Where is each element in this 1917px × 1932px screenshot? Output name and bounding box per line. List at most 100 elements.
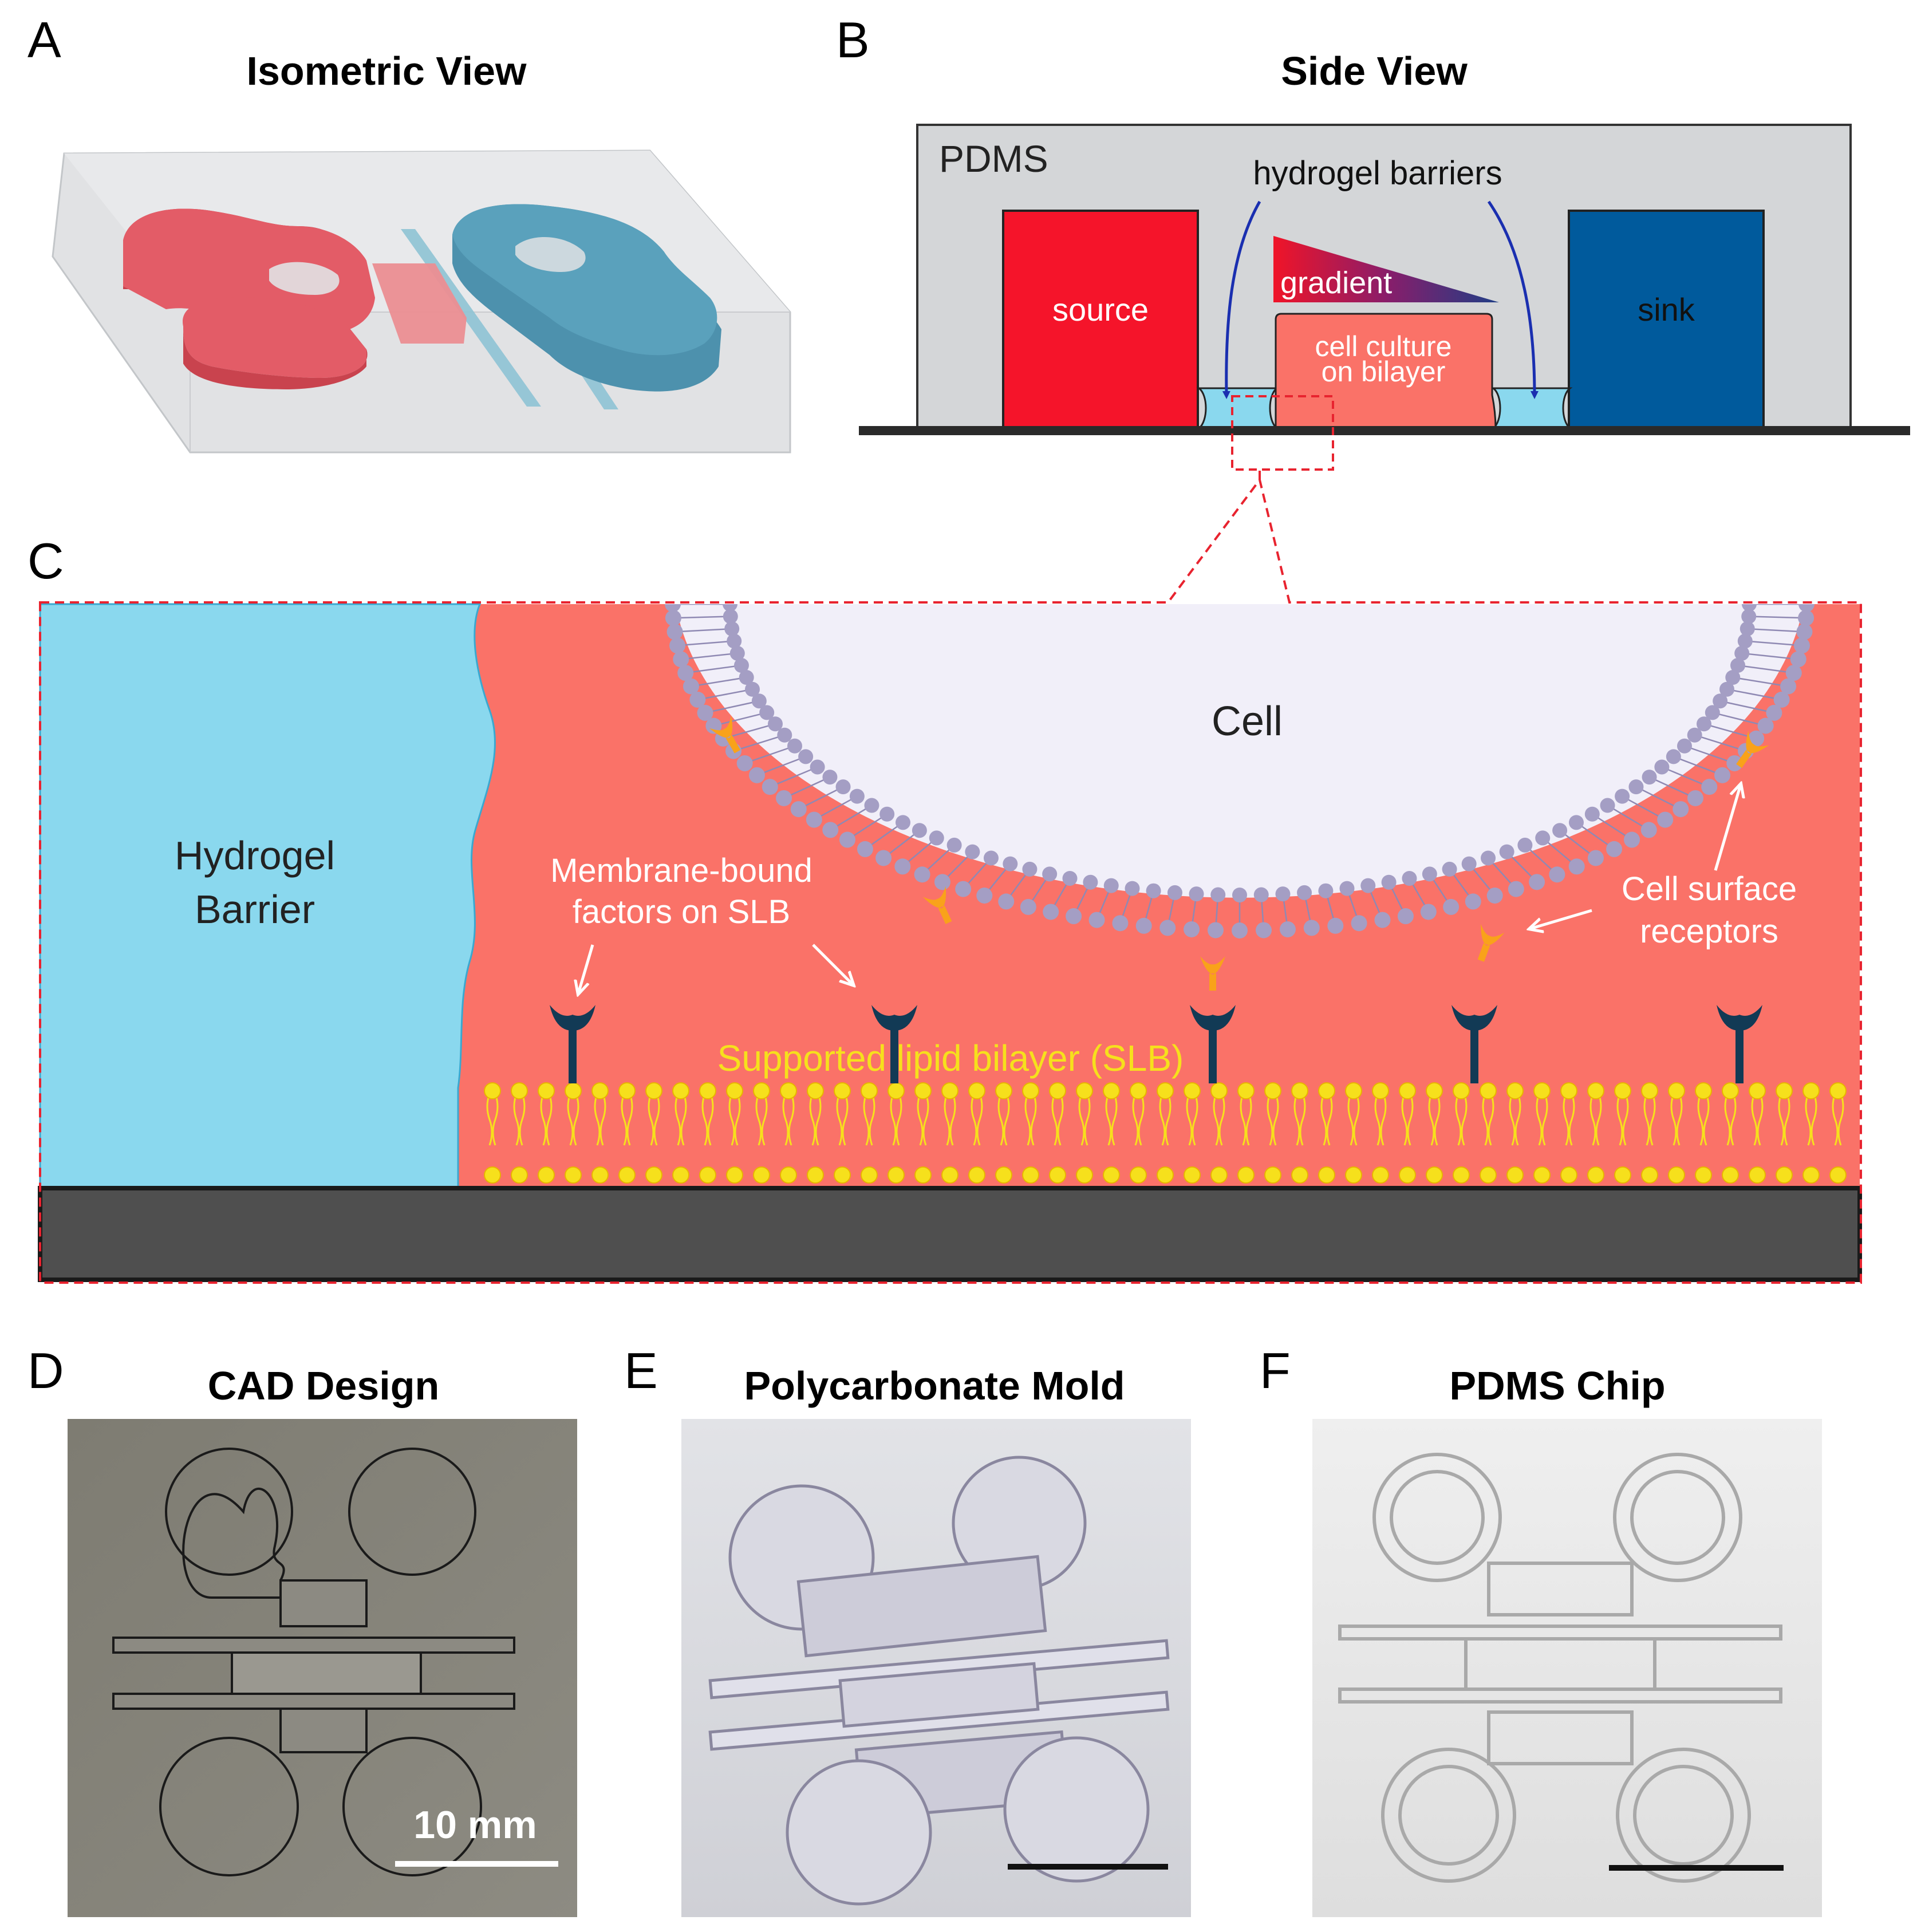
cell-lipid-tail <box>1622 795 1666 821</box>
panel-d-title: CAD Design <box>208 1363 439 1408</box>
cell-lipid-tail <box>673 616 731 619</box>
cell-lipid-head <box>1042 866 1058 882</box>
cell-lipid-head <box>1351 915 1367 932</box>
slb-label: Supported lipid bilayer (SLB) <box>717 1038 1184 1079</box>
panel-d: D CAD Design 10 mm <box>27 1342 577 1917</box>
cell-lipid-head <box>1726 755 1743 771</box>
panel-b-letter: B <box>836 11 870 68</box>
slb-lipid-head <box>645 1082 662 1099</box>
cell-lipid-head <box>1465 893 1481 910</box>
slb-lipid-tail <box>1482 1093 1489 1146</box>
cell-lipid-head <box>787 738 803 754</box>
cell-lipid-head <box>879 806 895 822</box>
cell-lipid-tail <box>681 652 737 660</box>
supported-lipid-bilayer <box>484 1082 1847 1184</box>
cell-lipid-head <box>1734 645 1750 661</box>
cell-lipid-tail <box>770 766 818 788</box>
cell-lipid-tail <box>1694 734 1746 752</box>
receptor-icon <box>1200 956 1225 991</box>
slb-lipid-head <box>1157 1082 1174 1099</box>
cell-lipid-head <box>1279 921 1296 937</box>
slb-lipid-head <box>511 1166 528 1184</box>
cell-lipid-head <box>1159 920 1176 936</box>
slb-lipid-head <box>861 1082 878 1099</box>
cell-lipid-tail <box>733 734 785 752</box>
panel-e: E Polycarbonate Mold <box>624 1342 1191 1917</box>
slb-lipid-tail <box>863 1093 870 1146</box>
cell-lipid-head <box>677 665 694 681</box>
cell-lipid-head <box>1422 866 1437 882</box>
cell-lipid-head <box>839 831 855 848</box>
mold-features <box>708 1456 1170 1906</box>
cell-lipid-head <box>697 704 713 721</box>
slb-lipid-head <box>1318 1166 1335 1184</box>
slb-lipid-tail <box>1380 1093 1387 1146</box>
slb-lipid-head <box>1237 1082 1255 1099</box>
cell-lipid-head <box>835 779 851 795</box>
cell-lipid-head <box>895 815 910 830</box>
cell-membrane <box>665 604 1815 939</box>
slb-lipid-head <box>1614 1082 1631 1099</box>
panel-f-letter: F <box>1260 1342 1291 1399</box>
cell-lipid-head <box>1103 878 1119 893</box>
factor-head <box>1190 1005 1236 1031</box>
slb-lipid-tail <box>1805 1093 1812 1146</box>
cell-lipid-head <box>1725 670 1741 685</box>
cell-lipid-tail <box>814 795 858 821</box>
cell-lipid-head <box>875 850 892 866</box>
factor-stem <box>1209 1026 1217 1083</box>
membrane-factors-label-line1: Membrane-bound <box>550 852 812 889</box>
cell-lipid-tail <box>697 688 753 701</box>
cell-lipid-head <box>1552 823 1568 838</box>
slb-lipid-tail <box>782 1093 789 1146</box>
slb-lipid-head <box>834 1082 851 1099</box>
slb-lipid-head <box>699 1166 716 1184</box>
slb-lipid-head <box>1802 1166 1820 1184</box>
factor-head <box>1451 1005 1497 1031</box>
cell-lipid-head <box>1615 788 1630 804</box>
slb-lipid-head <box>1049 1082 1066 1099</box>
cell-lipid-head <box>790 801 807 818</box>
cell-lipid-head <box>1402 870 1417 886</box>
cell-lipid-head <box>723 604 737 612</box>
cell-lipid-head <box>739 670 754 685</box>
source-label: source <box>1052 291 1149 328</box>
cell-lipid-head <box>955 881 972 897</box>
slb-lipid-head <box>1345 1082 1362 1099</box>
cell-lipid-tail <box>798 786 844 810</box>
slb-lipid-head <box>888 1082 905 1099</box>
cell-lipid-tail <box>1661 766 1710 788</box>
cell-lipid-head <box>1766 704 1782 721</box>
slb-lipid-head <box>1695 1082 1712 1099</box>
cell-lipid-head <box>1666 749 1681 764</box>
panel-c-letter: C <box>27 533 64 589</box>
cell-lipid-head <box>736 755 753 771</box>
slb-lipid-head <box>1506 1082 1524 1099</box>
membrane-factor-arrow-right <box>812 944 853 985</box>
cell-lipid-tail <box>677 640 735 646</box>
slb-lipid-tail <box>1024 1093 1031 1146</box>
cell-lipid-tail <box>713 712 767 727</box>
receptors-label-line1: Cell surface <box>1622 870 1797 908</box>
cell-lipid-head <box>1654 759 1670 775</box>
slb-lipid-tail <box>1724 1093 1731 1146</box>
factor-head <box>550 1005 595 1031</box>
cell-lipid-head <box>1568 858 1585 875</box>
slb-lipid-head <box>1426 1082 1443 1099</box>
cell-lipid-tail <box>691 676 747 687</box>
hydrogel-barriers-label: hydrogel barriers <box>1253 155 1502 192</box>
slb-lipid-head <box>1560 1082 1577 1099</box>
cell-lipid-head <box>857 841 873 857</box>
slb-lipid-tail <box>1514 1093 1521 1146</box>
slb-lipid-tail <box>1428 1093 1435 1146</box>
cell-lipid-head <box>998 893 1015 910</box>
cell-lipid-head <box>1737 633 1753 649</box>
slb-lipid-head <box>807 1082 824 1099</box>
slb-lipid-tail <box>1811 1093 1817 1146</box>
cell-lipid-head <box>1022 861 1038 877</box>
cell-lipid-head <box>1499 844 1514 859</box>
cell-lipid-head <box>1701 779 1718 795</box>
cell-lipid-head <box>976 887 993 904</box>
slb-lipid-tail <box>976 1093 983 1146</box>
slb-lipid-tail <box>674 1093 681 1146</box>
